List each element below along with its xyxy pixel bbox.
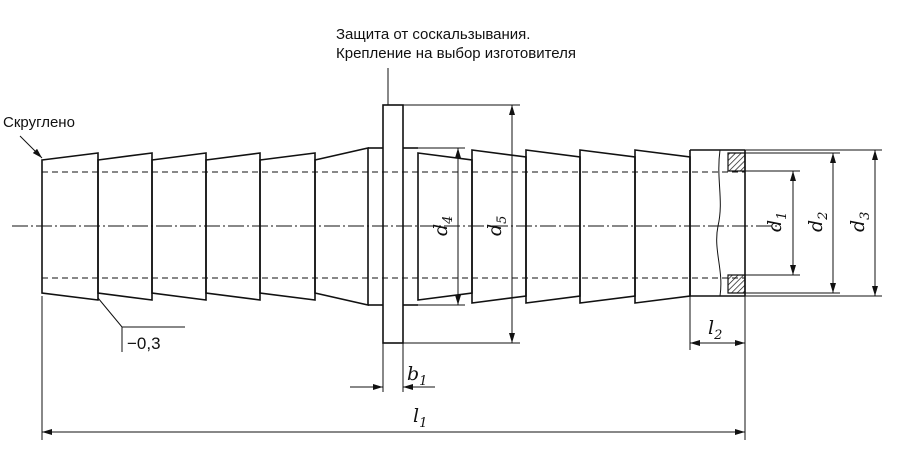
- label-l2: l2: [708, 317, 722, 343]
- end-sleeve: [689, 149, 746, 297]
- anti-slip-collar: [382, 104, 418, 344]
- label-d2: d2: [805, 212, 831, 232]
- label-d5: d5: [484, 216, 510, 236]
- label-b1: b1: [407, 363, 427, 389]
- extension-lines: [41, 104, 882, 440]
- seal-ring-top: [727, 152, 746, 172]
- tolerance-leader: [97, 297, 185, 328]
- anti-slip-note-line1: Защита от соскальзывания.: [336, 26, 531, 43]
- rounded-leader: [19, 135, 43, 159]
- right-barbs: [417, 149, 691, 304]
- label-d1: d1: [764, 212, 790, 232]
- label-d4: d4: [430, 216, 456, 236]
- label-d3: d3: [847, 212, 873, 232]
- anti-slip-note-line2: Крепление на выбор изготовителя: [336, 45, 577, 62]
- tolerance-label: −0,3: [127, 334, 161, 353]
- left-barbs: [41, 146, 383, 307]
- label-l1: l1: [413, 405, 427, 431]
- rounded-note: Скруглено: [3, 114, 75, 131]
